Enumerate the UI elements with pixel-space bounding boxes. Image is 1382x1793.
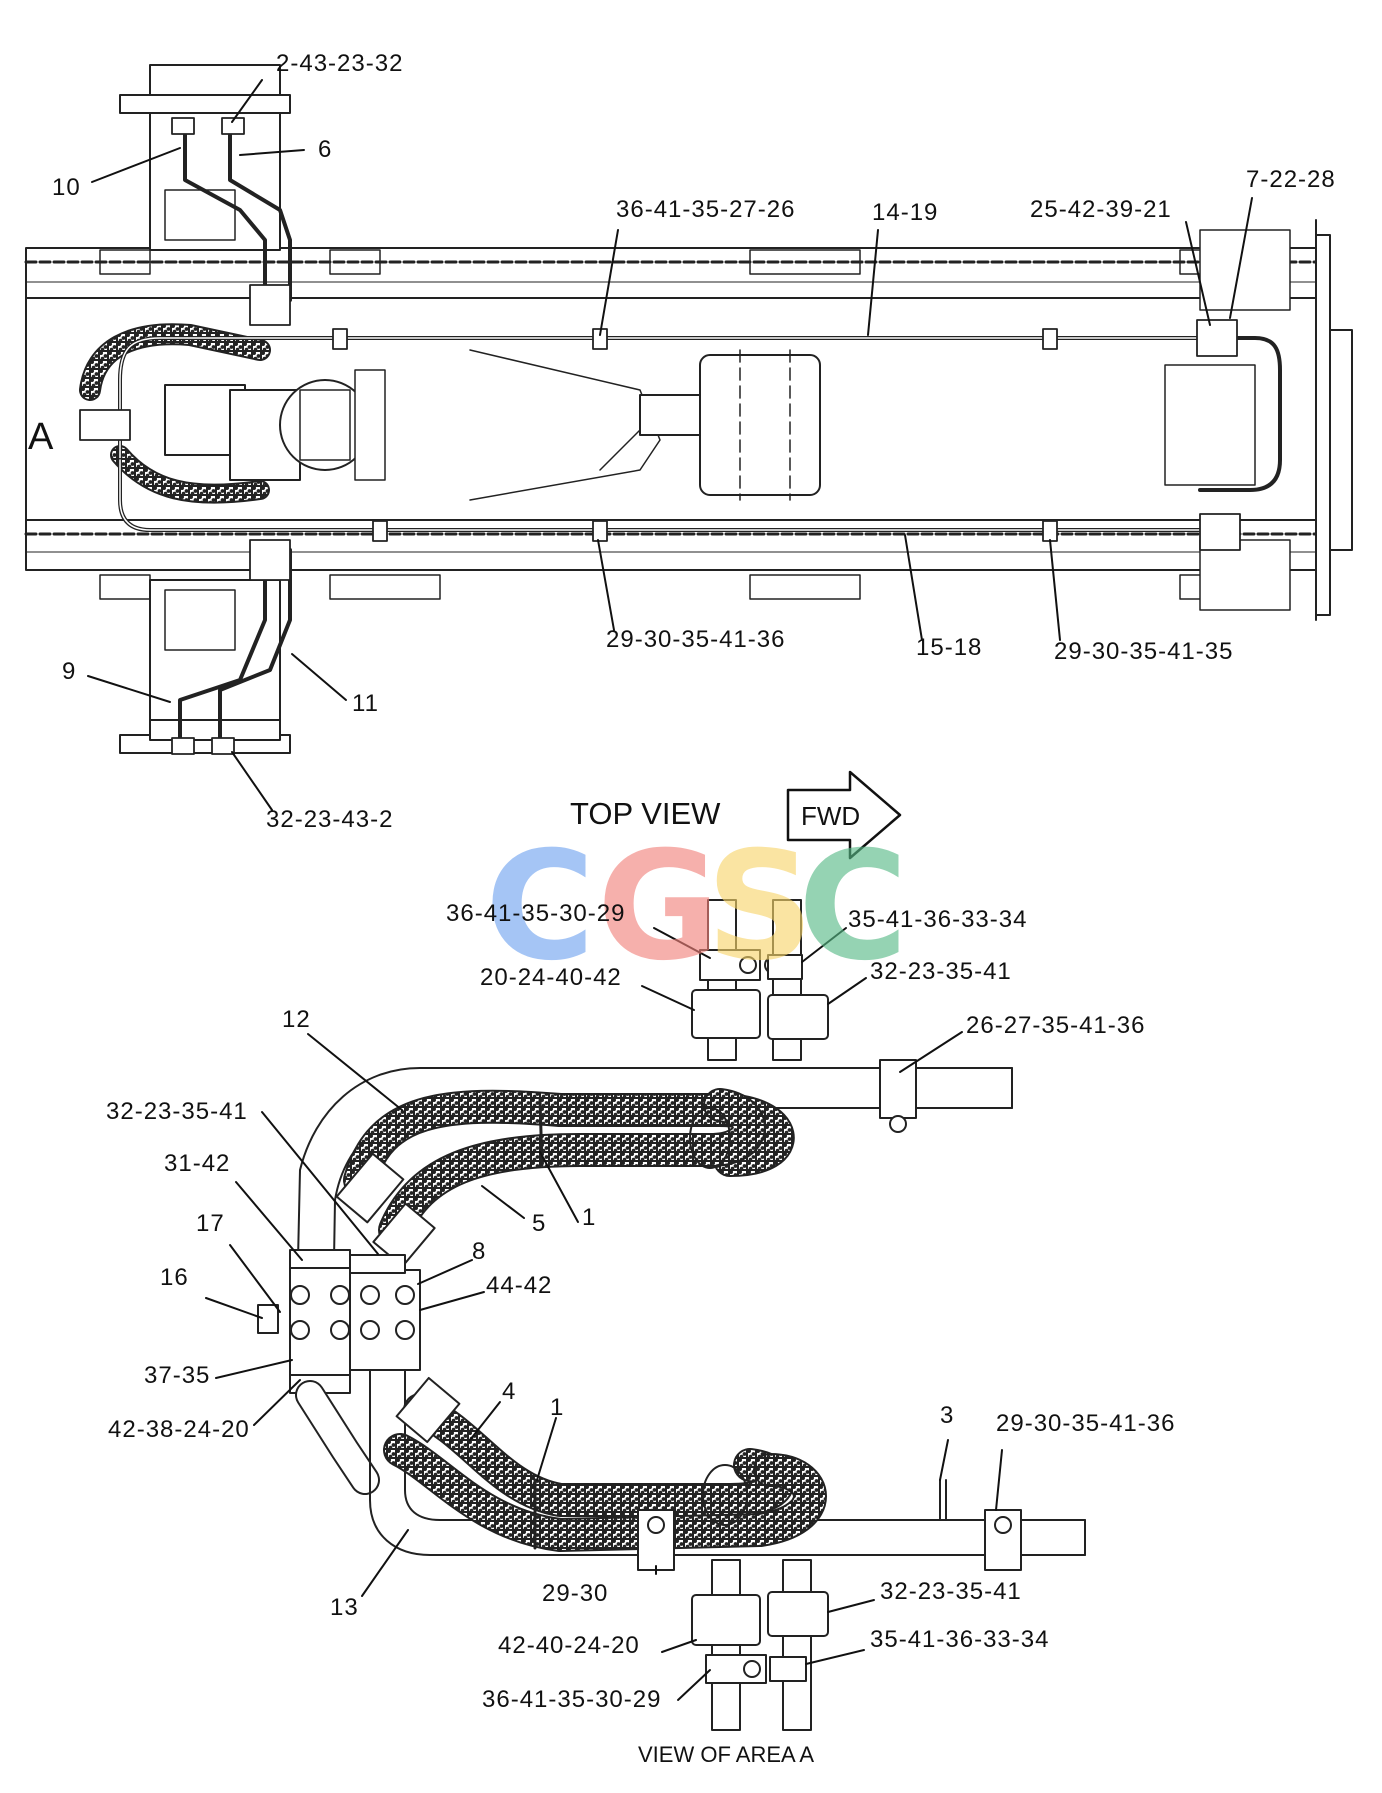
callout-label: 1	[550, 1394, 565, 1421]
callout-label: 36-41-35-30-29	[482, 1686, 662, 1713]
callout-label: 17	[196, 1210, 225, 1237]
fwd-label: FWD	[801, 801, 861, 831]
callout-label: 1	[582, 1204, 597, 1231]
callout-label: 42-40-24-20	[498, 1632, 640, 1659]
callout-label: 7-22-28	[1246, 166, 1336, 193]
callout-label: 32-23-35-41	[880, 1578, 1022, 1605]
callout-label: 26-27-35-41-36	[966, 1012, 1146, 1039]
callout-label: 13	[330, 1594, 359, 1621]
callout-label: 20-24-40-42	[480, 964, 622, 991]
callout-label: 37-35	[144, 1362, 211, 1389]
callout-label: 9	[62, 658, 77, 685]
callout-label: 5	[532, 1210, 547, 1237]
watermark-letter-c2: C	[798, 820, 909, 994]
callout-label: 29-30-35-41-36	[606, 626, 786, 653]
callout-label: 29-30	[542, 1580, 609, 1607]
top-view-title: TOP VIEW	[570, 796, 721, 831]
callout-label: 16	[160, 1264, 189, 1291]
callout-label: 35-41-36-33-34	[870, 1626, 1050, 1653]
callout-label: 36-41-35-27-26	[616, 196, 796, 223]
callout-label: 35-41-36-33-34	[848, 906, 1028, 933]
watermark-letter-s: S	[706, 820, 815, 994]
callout-label: 25-42-39-21	[1030, 196, 1172, 223]
callout-label: 32-23-35-41	[870, 958, 1012, 985]
callout-label: 29-30-35-41-36	[996, 1410, 1176, 1437]
watermark-letter-g: G	[597, 820, 721, 994]
callout-label: 14-19	[872, 199, 939, 226]
callout-label: 2-43-23-32	[276, 50, 404, 77]
callout-label: 4	[502, 1378, 517, 1405]
callout-label: 12	[282, 1006, 311, 1033]
callout-label: 6	[318, 136, 333, 163]
callout-label: 44-42	[486, 1272, 553, 1299]
callout-label: 10	[52, 174, 81, 201]
callout-label: 8	[472, 1238, 487, 1265]
area-view-drawing	[257, 899, 1086, 1731]
callout-label: 36-41-35-30-29	[446, 900, 626, 927]
callout-label: 32-23-35-41	[106, 1098, 248, 1125]
area-view-title: VIEW OF AREA A	[638, 1742, 815, 1767]
callout-label: 42-38-24-20	[108, 1416, 250, 1443]
callout-label: 32-23-43-2	[266, 806, 394, 833]
callout-label: 11	[352, 690, 379, 717]
callout-label: 15-18	[916, 634, 983, 661]
callout-label: 3	[940, 1402, 955, 1429]
leader-lines	[87, 79, 1253, 1701]
callout-label: 29-30-35-41-35	[1054, 638, 1234, 665]
watermark-letter-c1: C	[485, 820, 596, 994]
area-marker: A	[28, 416, 54, 458]
callout-label: 31-42	[164, 1150, 231, 1177]
fwd-arrow-icon	[786, 770, 902, 860]
